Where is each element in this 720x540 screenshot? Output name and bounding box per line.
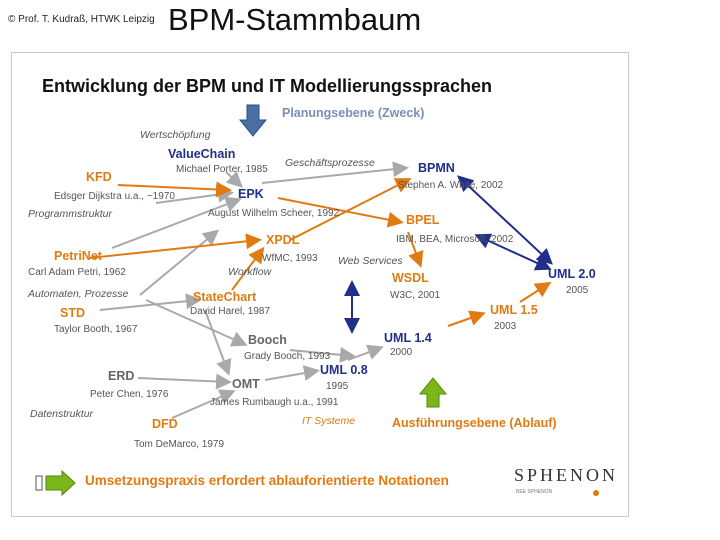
node-std-sub: Taylor Booth, 1967 — [54, 324, 138, 335]
node-booch: Booch — [248, 333, 287, 347]
arrow-uml15-uml20 — [519, 281, 552, 303]
node-kfd: KFD — [86, 170, 112, 184]
node-booch-sub: Grady Booch, 1993 — [244, 351, 331, 362]
arrow-uml08-uml14 — [347, 344, 384, 361]
arrow-dfd-omt — [171, 389, 236, 419]
planungsebene-arrow — [238, 104, 268, 137]
node-omt: OMT — [232, 377, 260, 391]
legend-arrow — [45, 469, 76, 497]
node-bpmn: BPMN — [418, 161, 455, 175]
arrow-erd-omt — [137, 373, 232, 390]
category-workflow: Workflow — [228, 266, 272, 278]
node-bpel: BPEL — [406, 213, 440, 227]
arrow-kfd-epk-orange — [117, 181, 232, 198]
arrow-petrinet-epk — [111, 196, 242, 249]
arrow-epk-bpel — [277, 197, 404, 228]
ausfuehrungsebene-label: Ausführungsebene (Ablauf) — [392, 416, 557, 430]
node-uml08: UML 0.8 — [320, 363, 368, 377]
category-wertschoepfung: Wertschöpfung — [140, 129, 211, 141]
category-datenstruktur: Datenstruktur — [30, 408, 94, 420]
node-uml15: UML 1.5 — [490, 303, 538, 317]
node-omt-sub: James Rumbaugh u.a., 1991 — [210, 397, 339, 408]
arrow-uml14-uml15 — [447, 310, 486, 327]
arrow-epk-bpmn — [261, 161, 409, 184]
node-bpmn-sub: Stephen A. White, 2002 — [398, 180, 504, 191]
node-epk-sub: August Wilhelm Scheer, 1992 — [208, 208, 340, 219]
copyright-notice: © Prof. T. Kudraß, HTWK Leipzig — [8, 14, 155, 25]
node-valuechain-sub: Michael Porter, 1985 — [176, 164, 268, 175]
node-dfd: DFD — [152, 417, 178, 431]
arrow-bpel-wsdl — [407, 231, 424, 268]
diagram-panel — [11, 52, 629, 517]
node-uml14: UML 1.4 — [384, 331, 432, 345]
diagram-heading: Entwicklung der BPM und IT Modellierungs… — [42, 76, 493, 96]
category-it-systeme: IT Systeme — [302, 415, 356, 427]
node-epk: EPK — [238, 187, 264, 201]
node-wsdl-sub: W3C, 2001 — [390, 290, 441, 301]
arrow-std-statechart — [99, 293, 202, 311]
node-petrinet-sub: Carl Adam Petri, 1962 — [28, 267, 126, 278]
node-statechart: StateChart — [193, 290, 257, 304]
node-uml20: UML 2.0 — [548, 267, 596, 281]
arrow-petrinet-xpdl — [89, 233, 262, 259]
logo-text: SPHENON — [514, 465, 619, 485]
arrow-statechart-xpdl — [231, 246, 265, 291]
arrow-std-booch — [145, 299, 248, 347]
category-programmstruktur: Programmstruktur — [28, 208, 113, 220]
arrow-bpel-uml20 — [474, 233, 552, 271]
node-statechart-sub: David Harel, 1987 — [190, 306, 271, 317]
node-uml14-sub: 2000 — [390, 347, 413, 358]
node-petrinet: PetriNet — [54, 249, 102, 263]
arrow-valuechain-epk — [225, 170, 243, 188]
node-bpel-sub: IBM, BEA, Microsoft, 2002 — [396, 234, 514, 245]
node-erd: ERD — [108, 369, 135, 383]
footer-text: Umsetzungspraxis erfordert ablauforienti… — [85, 473, 449, 488]
category-automaten: Automaten, Prozesse — [28, 288, 129, 300]
arrow-statechart-omt — [204, 309, 232, 376]
arrow-omt-uml08 — [264, 365, 320, 381]
category-web-services: Web Services — [338, 255, 403, 267]
node-kfd-sub: Edsger Dijkstra u.a., ~1970 — [54, 191, 175, 202]
logo-subtext: BEE SPHENON — [516, 489, 553, 495]
node-std: STD — [60, 306, 85, 320]
node-uml15-sub: 2003 — [494, 321, 517, 332]
node-uml08-sub: 1995 — [326, 381, 349, 392]
ausfuehrungsebene-arrow — [418, 377, 448, 408]
arrow-booch-uml08 — [289, 346, 356, 363]
node-dfd-sub: Tom DeMarco, 1979 — [134, 439, 225, 450]
category-geschaeftsprozesse: Geschäftsprozesse — [285, 157, 375, 169]
node-uml20-sub: 2005 — [566, 285, 589, 296]
node-erd-sub: Peter Chen, 1976 — [90, 389, 169, 400]
planungsebene-label: Planungsebene (Zweck) — [282, 106, 425, 120]
legend-bar — [35, 475, 43, 491]
arrow-std-automaten — [139, 229, 220, 296]
page-title: BPM-Stammbaum — [168, 2, 422, 37]
node-xpdl: XPDL — [266, 233, 300, 247]
node-valuechain: ValueChain — [168, 147, 236, 161]
node-wsdl: WSDL — [392, 271, 429, 285]
node-xpdl-sub: WfMC, 1993 — [262, 253, 318, 264]
arrow-xpdl-bpmn — [289, 178, 412, 241]
sphenon-logo — [512, 462, 604, 502]
